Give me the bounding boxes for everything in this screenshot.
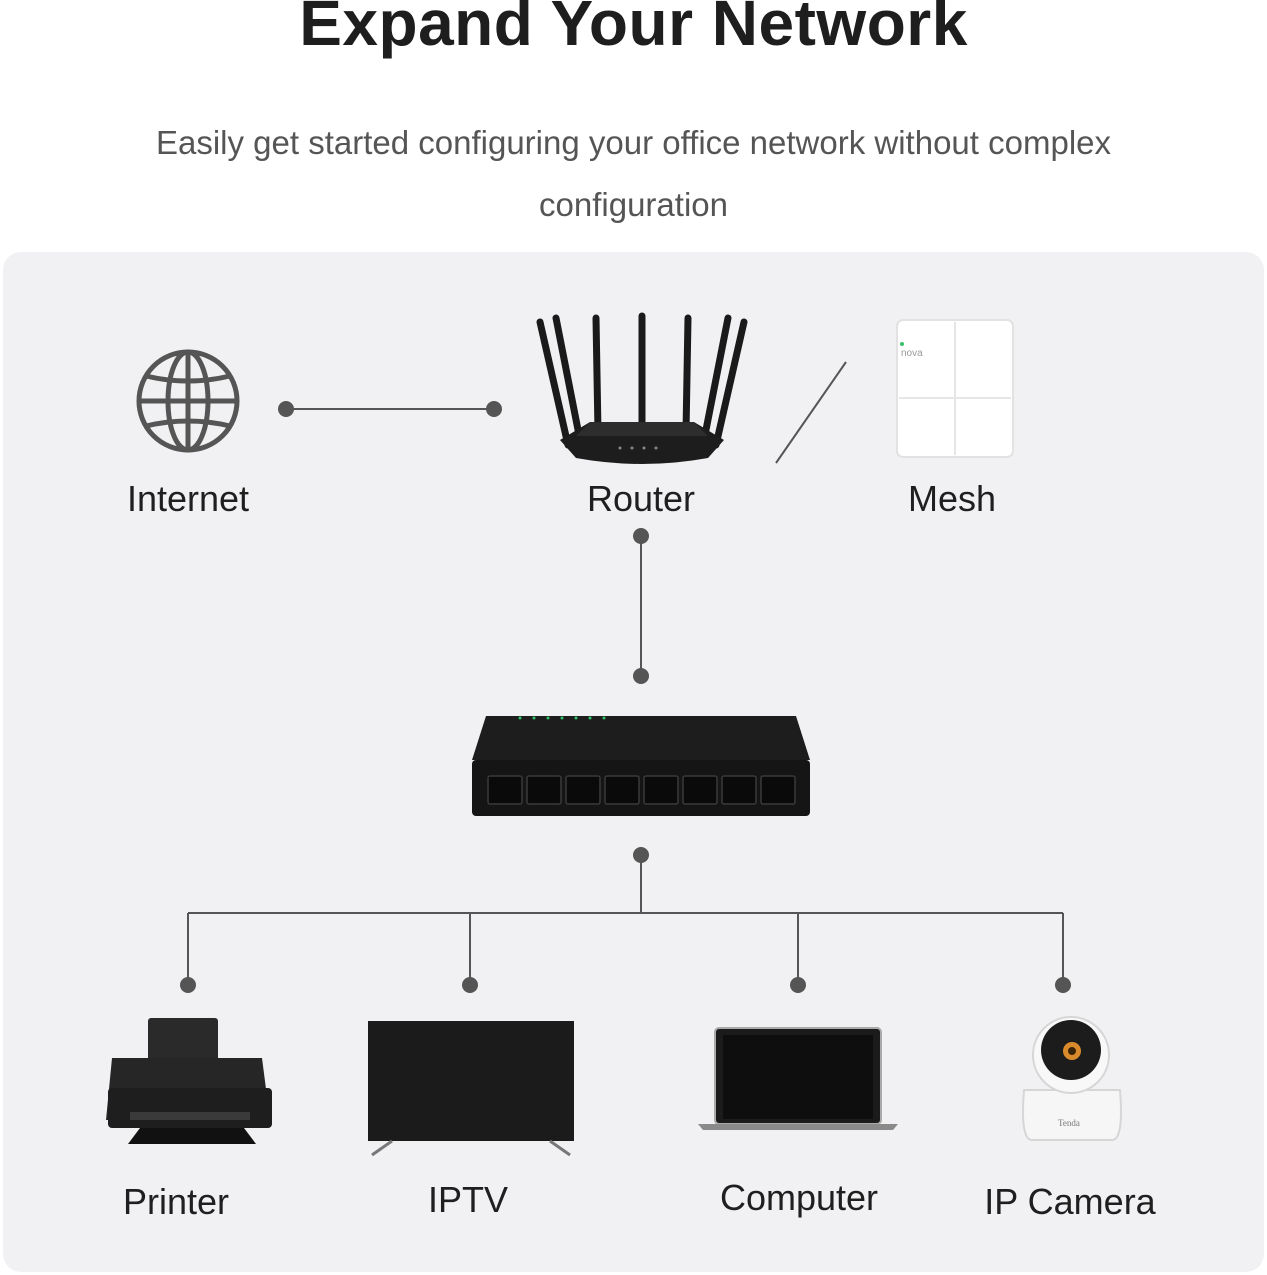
connector-dot [633, 528, 649, 544]
connector-dot [278, 401, 294, 417]
connector-dot [633, 668, 649, 684]
node-label-iptv: IPTV [427, 1179, 508, 1220]
laptop-icon [698, 1027, 898, 1130]
router-mesh-link [775, 361, 847, 464]
connector-dot [486, 401, 502, 417]
connector-lines [187, 361, 1064, 985]
connector-dot [633, 847, 649, 863]
node-label-internet: Internet [126, 478, 250, 519]
mesh-icon: nova [896, 319, 1014, 458]
connector-dot [462, 977, 478, 993]
router-icon [536, 312, 748, 464]
node-label-router: Router [586, 478, 696, 519]
node-label-computer: Computer [719, 1177, 879, 1218]
connector-dot [180, 977, 196, 993]
node-label-ip-camera: IP Camera [984, 1181, 1156, 1222]
connector-dots [180, 401, 1071, 993]
camera-icon: Tenda [1022, 1016, 1122, 1141]
globe-icon [136, 349, 240, 453]
node-label-printer: Printer [122, 1181, 230, 1222]
switch-ports [487, 775, 796, 805]
mesh-brand-mark: nova [901, 348, 923, 359]
node-label-mesh: Mesh [907, 478, 997, 519]
page-title: Expand Your Network [299, 0, 968, 59]
switch-icon [472, 716, 810, 816]
connector-dot [790, 977, 806, 993]
page-subtitle: Easily get started configuring your offi… [155, 124, 1112, 223]
connector-dot [1055, 977, 1071, 993]
printer-icon [106, 1018, 272, 1144]
tv-icon [368, 1021, 574, 1157]
camera-brand-mark: Tenda [1058, 1118, 1080, 1128]
